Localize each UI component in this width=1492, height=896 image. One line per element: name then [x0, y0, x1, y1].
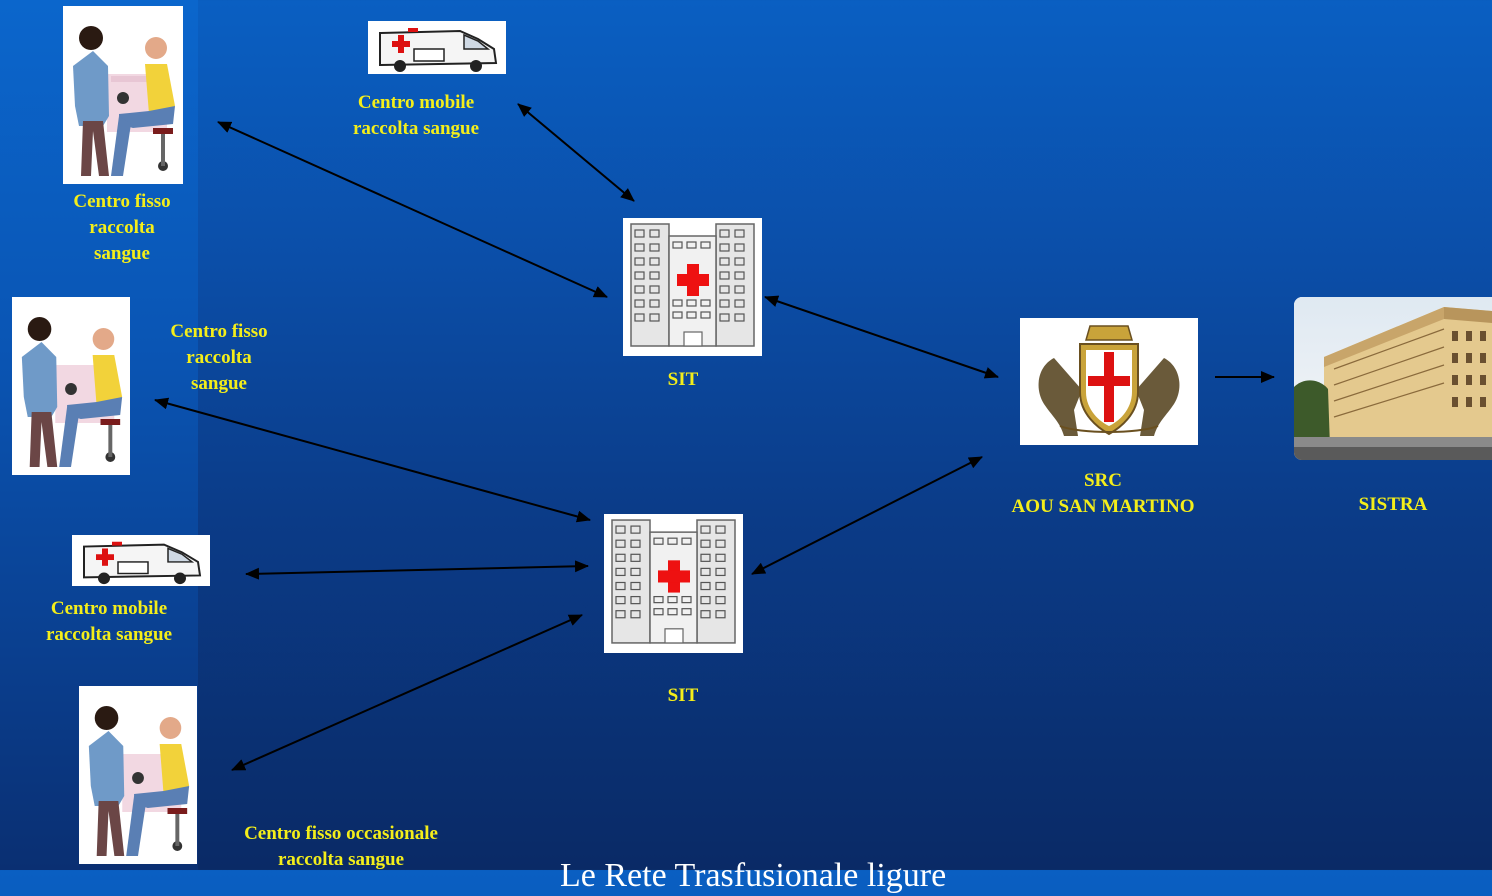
doctor-patient-image — [79, 686, 197, 864]
mobile-center-left-label: Centro mobile raccolta sangue — [45, 598, 173, 645]
sit-top-label: SIT — [667, 369, 699, 390]
doctor-patient-image — [63, 6, 183, 184]
sit-bottom-label: SIT — [667, 685, 699, 706]
arrow-mobile-left-sit-bottom — [245, 560, 589, 580]
arrow-sit-bottom-src — [751, 456, 983, 575]
fixed-center-1-label: Centro fisso raccolta sangue — [73, 191, 171, 264]
arrow-fixed2-sit-bottom — [154, 397, 591, 523]
sistra-building-image — [1294, 297, 1492, 460]
src-label: SRC AOU SAN MARTINO — [1011, 470, 1195, 517]
ambulance-image — [72, 535, 210, 586]
ambulance-image — [368, 21, 506, 74]
arrow-occasional-sit-bottom — [231, 614, 583, 771]
arrow-sit-top-src — [764, 295, 999, 379]
arrow-mobile-top-sit-top — [517, 103, 635, 202]
arrow-fixed1-sit-top — [217, 121, 608, 298]
coat-of-arms-image — [1020, 318, 1198, 445]
mobile-center-top-label: Centro mobile raccolta sangue — [352, 92, 480, 139]
doctor-patient-image — [12, 297, 130, 475]
footer-title: Le Rete Trasfusionale ligure — [560, 857, 947, 894]
occasional-center-label: Centro fisso occasionale raccolta sangue — [244, 823, 438, 870]
hospital-building-image — [623, 218, 762, 356]
hospital-building-image — [604, 514, 743, 653]
connection-arrows — [154, 103, 1275, 771]
sistra-label: SISTRA — [1358, 494, 1428, 515]
fixed-center-2-label: Centro fisso raccolta sangue — [170, 321, 268, 394]
